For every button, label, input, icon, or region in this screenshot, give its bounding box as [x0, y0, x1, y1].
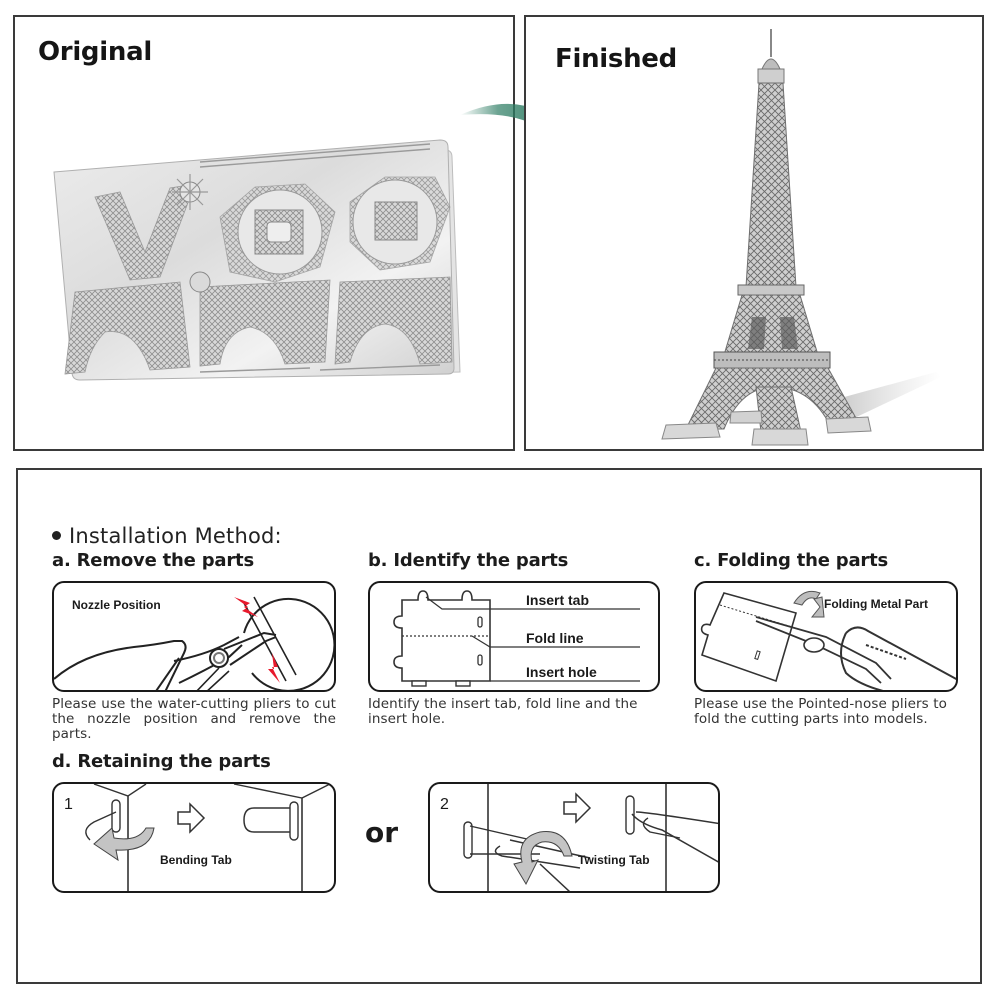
insert-tab-label: Insert tab	[526, 592, 590, 608]
eiffel-tower-image	[656, 27, 956, 447]
installation-panel: Installation Method: a. Remove the parts…	[16, 468, 982, 984]
twisting-tab-illustration: 2 Twisting Tab	[428, 782, 720, 893]
step-d-title: d. Retaining the parts	[52, 751, 271, 772]
bullet-icon	[52, 530, 61, 540]
step-c-title: c. Folding the parts	[694, 550, 889, 571]
part-diagram-icon	[393, 590, 640, 687]
original-title: Original	[38, 37, 152, 67]
step-c-description: Please use the Pointed-nose pliers to fo…	[694, 696, 947, 727]
step-b-title: b. Identify the parts	[368, 550, 569, 571]
bending-tab-illustration: 1 Bending Tab	[52, 782, 336, 893]
installation-heading: Installation Method:	[52, 524, 282, 548]
step-a-title: a. Remove the parts	[52, 550, 254, 571]
option-1-number: 1	[64, 796, 73, 813]
folding-pliers-icon	[700, 590, 956, 690]
step-a-illustration: Nozzle Position	[52, 581, 336, 692]
bending-tab-icon	[85, 784, 332, 891]
pliers-cutting-icon	[54, 596, 334, 690]
option-2-number: 2	[440, 796, 449, 813]
insert-hole-label: Insert hole	[526, 664, 597, 680]
step-b-description: Identify the insert tab, fold line and t…	[368, 696, 638, 727]
twisting-tab-label: Twisting Tab	[578, 853, 650, 867]
metal-sheet-image	[50, 132, 470, 382]
twisting-tab-icon	[463, 784, 718, 891]
step-c-illustration: Folding Metal Part	[694, 581, 958, 692]
finished-title: Finished	[555, 44, 677, 74]
folding-metal-part-label: Folding Metal Part	[824, 597, 929, 611]
or-separator: or	[365, 816, 399, 849]
installation-heading-text: Installation Method:	[69, 524, 282, 548]
spark-icon	[234, 597, 258, 617]
step-b-illustration: Insert tab Fold line Insert hole	[368, 581, 660, 692]
original-panel: Original	[13, 15, 515, 451]
nozzle-position-label: Nozzle Position	[72, 598, 161, 612]
fold-line-label: Fold line	[526, 630, 584, 646]
finished-panel: Finished	[524, 15, 984, 451]
step-a-description: Please use the water-cutting pliers to c…	[52, 696, 336, 742]
bending-tab-label: Bending Tab	[160, 853, 232, 867]
